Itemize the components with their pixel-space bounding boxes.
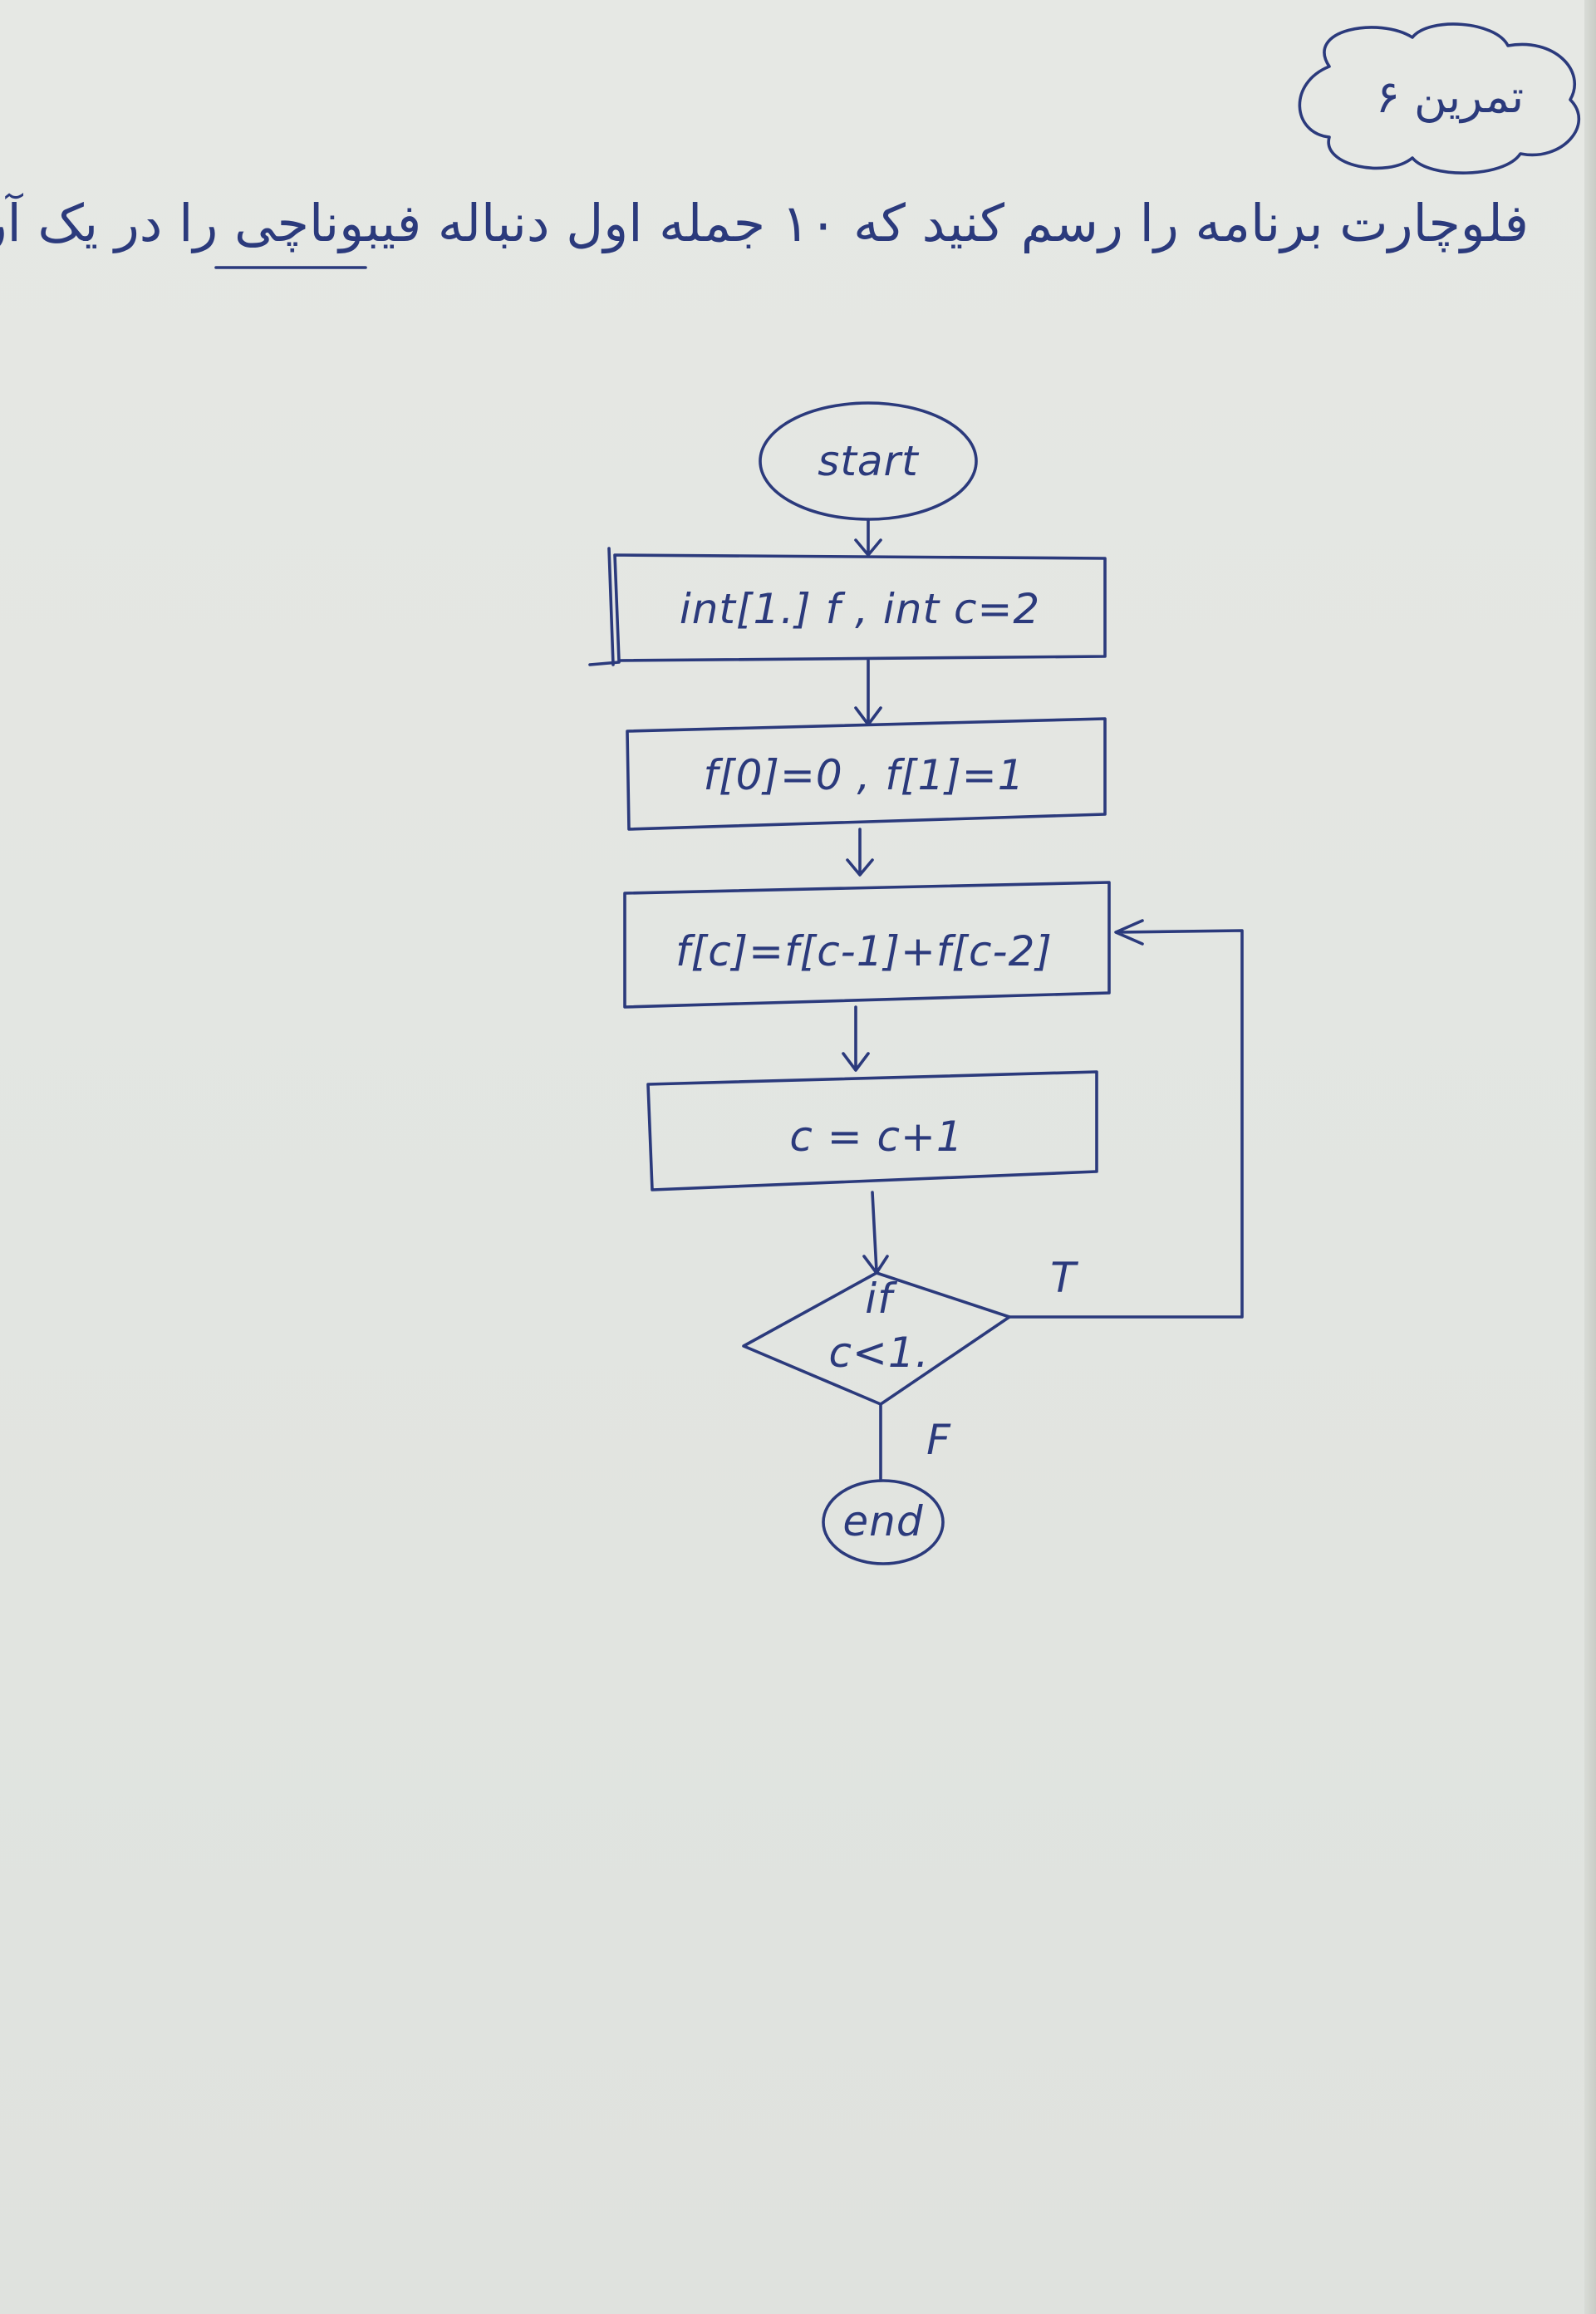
init-process: f[0]=0 , f[1]=1 <box>626 717 1107 831</box>
false-label: F <box>926 1416 951 1464</box>
exercise-header: تمرین ۶ <box>1298 22 1581 174</box>
condition-decision: if c<1. <box>742 1271 1011 1406</box>
init-label: f[0]=0 , f[1]=1 <box>704 751 1025 799</box>
decision-label-if: if <box>865 1275 897 1323</box>
start-label: start <box>818 437 920 485</box>
arrow-compute-increment <box>842 1005 870 1072</box>
declare-box <box>607 547 1107 666</box>
declare-process: int[1.] f , int c=2 <box>588 547 1107 666</box>
compute-label: f[c]=f[c-1]+f[c-2] <box>675 927 1053 975</box>
arrow-start-declare <box>854 518 882 557</box>
increment-label: c = c+1 <box>789 1113 963 1161</box>
compute-box <box>623 881 1111 1009</box>
paper-edge <box>1584 0 1596 2314</box>
decision-label-condition: c<1. <box>828 1329 929 1377</box>
end-terminal: end <box>822 1479 945 1565</box>
loop-back-true <box>1008 919 1244 1319</box>
question-text: فلوچارت برنامه را رسم کنید که ۱۰ جمله او… <box>0 192 1529 253</box>
compute-process: f[c]=f[c-1]+f[c-2] <box>623 881 1111 1009</box>
increment-process: c = c+1 <box>646 1070 1098 1191</box>
arrow-init-compute <box>846 828 874 877</box>
start-terminal: start <box>759 401 978 521</box>
declare-label: int[1.] f , int c=2 <box>680 585 1040 633</box>
init-box <box>626 717 1107 831</box>
arrow-increment-decision <box>862 1191 889 1275</box>
cloud-outline <box>1298 22 1581 174</box>
true-label: T <box>1050 1254 1078 1302</box>
arrow-declare-init <box>854 659 882 726</box>
increment-box <box>646 1070 1098 1191</box>
end-oval <box>822 1479 945 1565</box>
declare-tail <box>588 661 621 666</box>
end-label: end <box>842 1497 923 1545</box>
exercise-label: تمرین ۶ <box>1376 71 1524 123</box>
